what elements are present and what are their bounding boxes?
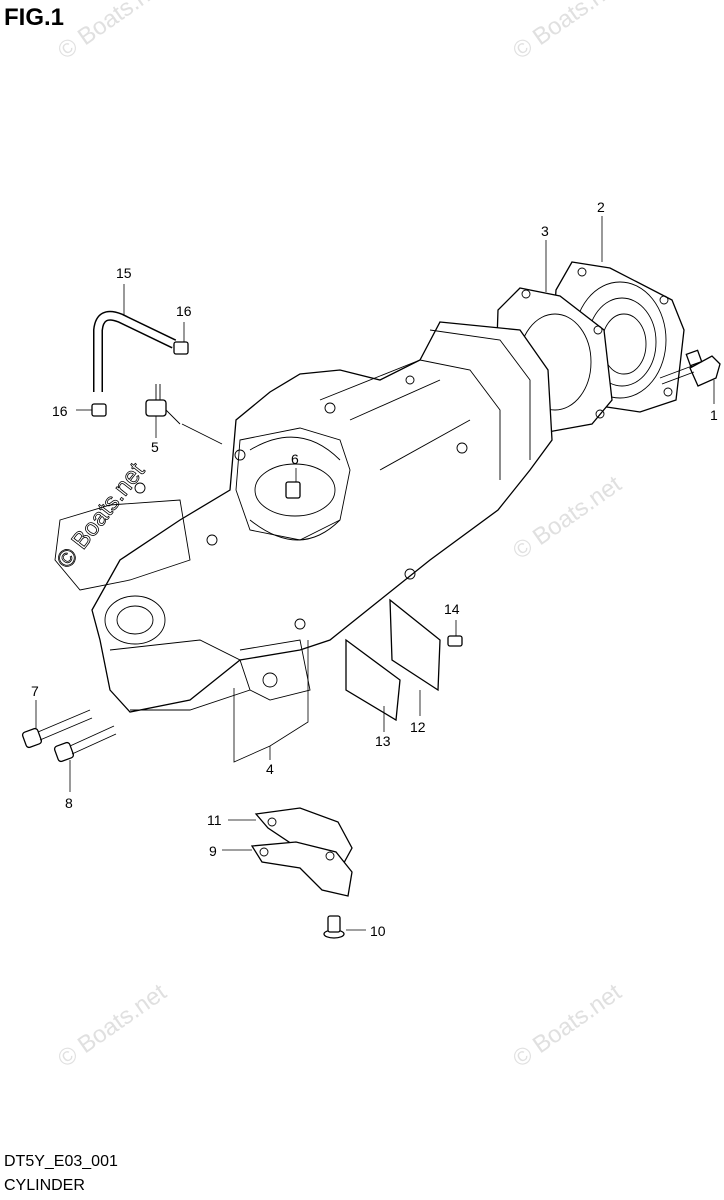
- callout-labels: 1 2 3 4 5 6 7 8 9 10 11 12 13 14 15 16 1…: [31, 199, 718, 939]
- callout-11: 11: [207, 812, 222, 828]
- diagram-code: DT5Y_E03_001: [4, 1153, 118, 1170]
- watermark-mid-right: © Boats.net: [508, 470, 627, 564]
- screw-part-14: [447, 620, 463, 647]
- callout-1: 1: [710, 407, 718, 423]
- callout-2: 2: [597, 199, 605, 215]
- callout-8: 8: [65, 795, 73, 811]
- diagram-name: CYLINDER: [4, 1177, 85, 1194]
- callout-16-lower: 16: [52, 403, 68, 419]
- screw-part-10: [323, 915, 366, 939]
- figure-title: FIG.1: [4, 4, 65, 31]
- cylinder-block: [54, 321, 553, 713]
- watermark-bottom-left: © Boats.net: [53, 978, 172, 1072]
- reed-plate-part-13: [345, 638, 401, 732]
- leader-part-4: [233, 640, 309, 763]
- watermark-bottom-right: © Boats.net: [508, 978, 627, 1072]
- callout-15: 15: [116, 265, 132, 281]
- callout-3: 3: [541, 223, 549, 239]
- fitting-part-5: [145, 384, 223, 445]
- callout-12: 12: [410, 719, 426, 735]
- watermark-top-right: © Boats.net: [508, 0, 627, 65]
- callout-10: 10: [370, 923, 386, 939]
- callout-16-upper: 16: [176, 303, 192, 319]
- bolt-part-1: [659, 349, 721, 387]
- reed-plate-part-12: [389, 598, 441, 716]
- dowel-pin-part-6: [285, 468, 301, 499]
- plate-part-9: [222, 841, 353, 897]
- bolt-part-8: [53, 725, 117, 792]
- callout-7: 7: [31, 683, 39, 699]
- bolt-part-7: [21, 700, 93, 749]
- callout-5: 5: [151, 439, 159, 455]
- clip-part-16-lower: [76, 403, 107, 417]
- watermark-top-left: © Boats.net: [53, 0, 172, 65]
- callout-6: 6: [291, 451, 299, 467]
- callout-13: 13: [375, 733, 391, 749]
- callout-14: 14: [444, 601, 460, 617]
- callout-4: 4: [266, 761, 274, 777]
- callout-9: 9: [209, 843, 217, 859]
- clip-part-16-upper: [173, 322, 189, 355]
- hose-part-15: [93, 284, 177, 392]
